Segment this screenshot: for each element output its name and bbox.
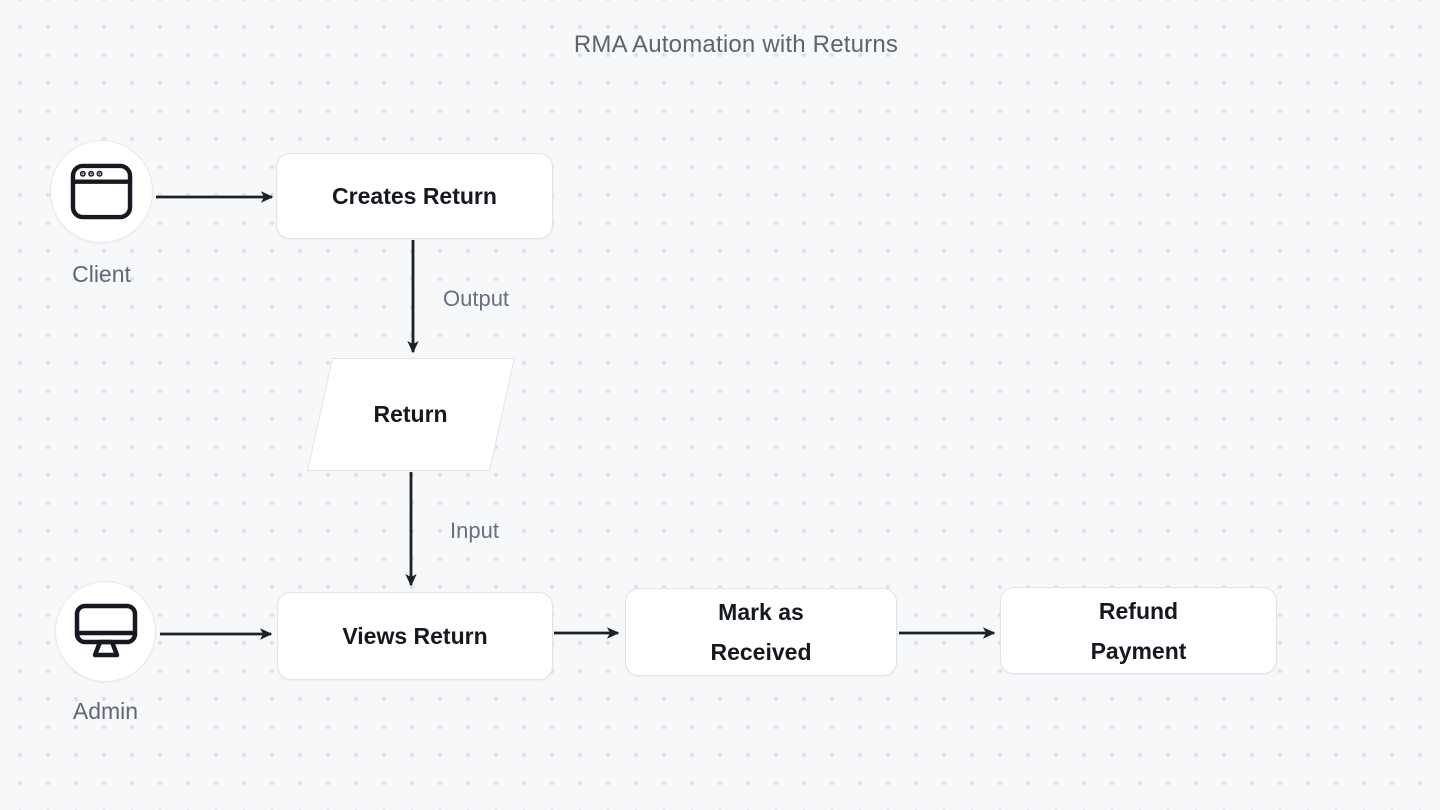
node-views-return[interactable]: Views Return <box>277 592 553 680</box>
diagram-title: RMA Automation with Returns <box>573 31 899 58</box>
admin-label: Admin <box>72 698 139 724</box>
node-return[interactable]: Return <box>306 358 515 471</box>
node-label: Creates Return <box>332 183 497 209</box>
node-label: Return <box>373 401 449 427</box>
node-label: Views Return <box>342 623 488 649</box>
node-mark-as-received[interactable]: Mark as Received <box>625 588 897 676</box>
monitor-icon <box>74 603 137 657</box>
node-creates-return[interactable]: Creates Return <box>276 153 553 239</box>
edge-label-output: Output <box>437 285 516 313</box>
node-label-line1: Mark as <box>718 599 804 625</box>
client-label: Client <box>72 261 131 287</box>
node-refund-payment[interactable]: Refund Payment <box>1000 587 1277 674</box>
node-label: Refund Payment <box>1091 591 1187 671</box>
browser-window-icon <box>70 163 133 220</box>
admin-node[interactable] <box>55 581 156 682</box>
node-label: Mark as Received <box>710 592 811 672</box>
node-label-line1: Refund <box>1098 597 1179 624</box>
client-node[interactable] <box>50 140 153 243</box>
node-label-line2: Payment <box>1090 637 1187 664</box>
node-label-line2: Received <box>710 639 812 665</box>
edge-label-input: Input <box>444 517 505 545</box>
